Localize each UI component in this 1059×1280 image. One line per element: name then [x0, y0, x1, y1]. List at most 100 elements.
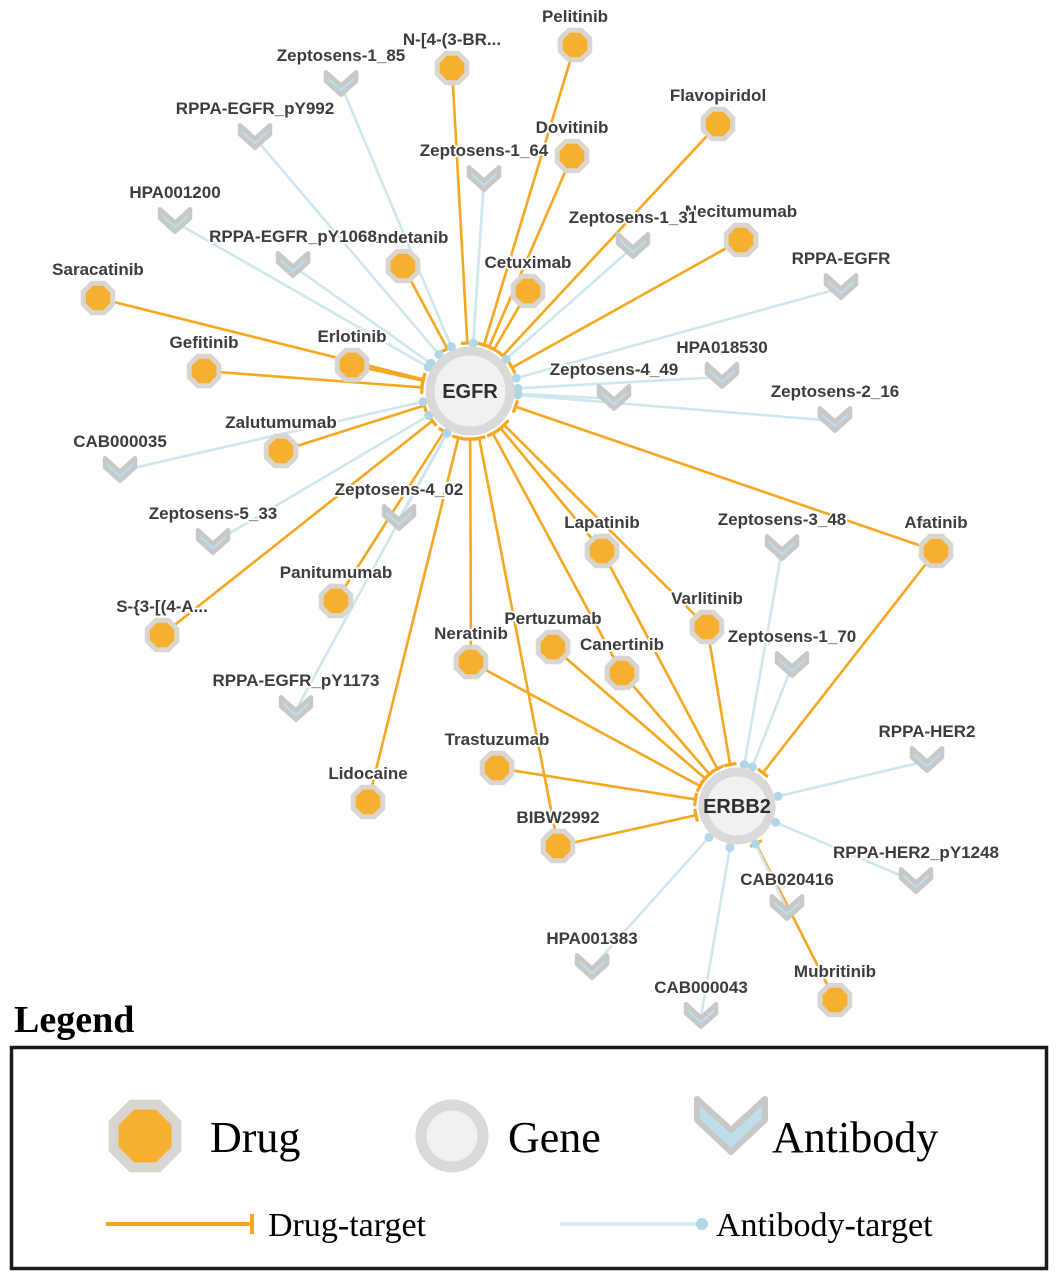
drug-node-bibw2992[interactable]: [540, 828, 576, 864]
drug-node-vandetanib[interactable]: [385, 248, 421, 284]
drug-node-mubritinib[interactable]: [817, 982, 853, 1018]
drug-node-gefitinib[interactable]: [186, 353, 222, 389]
antibody-chevron-icon: [157, 207, 193, 234]
antibody-target-edge: [471, 179, 486, 344]
gene-node-egfr[interactable]: [425, 346, 515, 436]
antibody-node-zeptosens-2-16[interactable]: [817, 406, 853, 433]
antibody-target-edge-dot: [424, 410, 434, 420]
antibody-node-label: CAB000035: [73, 432, 167, 451]
drug-node-label: Zalutumumab: [225, 413, 336, 432]
antibody-chevron-icon: [466, 165, 502, 192]
drug-node-trastuzumab[interactable]: [479, 750, 515, 786]
antibody-node-rppa-her2-py1248[interactable]: [898, 867, 934, 894]
legend-drug-target-label: Drug-target: [268, 1207, 427, 1244]
drug-octagon-icon: [479, 750, 515, 786]
drug-node-label: Afatinib: [904, 513, 967, 532]
drug-octagon-icon: [186, 353, 222, 389]
drug-target-edge: [470, 660, 701, 788]
drug-node-pertuzumab[interactable]: [535, 629, 571, 665]
drug-node-pelitinib[interactable]: [557, 27, 593, 63]
drug-node-lapatinib[interactable]: [584, 533, 620, 569]
antibody-node-label: CAB020416: [740, 870, 834, 889]
drug-target-edge: [482, 44, 577, 346]
legend-item-drug: Drug: [108, 1099, 300, 1173]
antibody-node-hpa018530[interactable]: [704, 362, 740, 389]
drug-octagon-icon: [817, 982, 853, 1018]
drug-node-n-4-3-br[interactable]: [434, 50, 470, 86]
antibody-node-zeptosens-1-85[interactable]: [323, 70, 359, 97]
drug-node-necitumumab[interactable]: [723, 222, 759, 258]
drug-node-cetuximab[interactable]: [510, 273, 546, 309]
drug-node-canertinib[interactable]: [604, 655, 640, 691]
antibody-node-zeptosens-3-48[interactable]: [764, 534, 800, 561]
antibody-target-edge: [292, 264, 432, 365]
drug-node-label: Erlotinib: [318, 327, 387, 346]
drug-node-afatinib[interactable]: [918, 533, 954, 569]
antibody-node-cab000035[interactable]: [102, 456, 138, 483]
antibody-chevron-icon: [823, 273, 859, 300]
antibody-target-edge-dot: [426, 358, 436, 368]
antibody-chevron-icon: [596, 384, 632, 411]
drug-target-edge: [161, 419, 434, 637]
antibody-target-edge-dot: [747, 762, 757, 772]
drug-legend-icon: [108, 1099, 182, 1173]
drug-node-lidocaine[interactable]: [350, 784, 386, 820]
antibody-node-zeptosens-5-33[interactable]: [195, 528, 231, 555]
drug-node-dovitinib[interactable]: [554, 138, 590, 174]
network-canvas: EGFRERBB2PelitinibN-[4-(3-BR...Dovitinib…: [50, 5, 1001, 1029]
antibody-node-zeptosens-1-31[interactable]: [615, 232, 651, 259]
drug-node-panitumumab[interactable]: [318, 583, 354, 619]
antibody-node-zeptosens-1-64[interactable]: [466, 165, 502, 192]
drug-node-label: Canertinib: [580, 635, 664, 654]
antibody-target-edge-sample-dot: [696, 1218, 708, 1230]
drug-node-zalutumumab[interactable]: [263, 433, 299, 469]
drug-target-edge: [514, 405, 937, 553]
antibody-node-cab000043[interactable]: [683, 1002, 719, 1029]
drug-target-edge: [511, 238, 742, 369]
drug-node-varlitinib[interactable]: [689, 609, 725, 645]
drug-octagon-icon: [80, 280, 116, 316]
drug-octagon-icon: [453, 644, 489, 680]
antibody-node-zeptosens-4-02[interactable]: [381, 504, 417, 531]
antibody-chevron-icon: [683, 1002, 719, 1029]
antibody-node-rppa-egfr-py992[interactable]: [237, 123, 273, 150]
antibody-node-hpa001200[interactable]: [157, 207, 193, 234]
antibody-node-label: Zeptosens-1_31: [569, 208, 698, 227]
drug-node-s-3-4-a[interactable]: [144, 617, 180, 653]
antibody-node-rppa-her2[interactable]: [909, 746, 945, 773]
gene-circle-icon: [698, 767, 776, 845]
antibody-node-label: Zeptosens-4_49: [550, 360, 679, 379]
drug-node-saracatinib[interactable]: [80, 280, 116, 316]
drug-node-neratinib[interactable]: [453, 644, 489, 680]
antibody-node-label: RPPA-HER2_pY1248: [833, 843, 999, 862]
antibody-target-edge-dot: [501, 354, 511, 364]
antibody-node-zeptosens-4-49[interactable]: [596, 384, 632, 411]
drug-octagon-icon: [700, 106, 736, 142]
drug-node-label: S-{3-[(4-A...: [116, 597, 208, 616]
antibody-node-rppa-egfr-py1068[interactable]: [275, 251, 311, 278]
antibody-node-hpa001383[interactable]: [574, 953, 610, 980]
antibody-node-zeptosens-1-70[interactable]: [774, 651, 810, 678]
legend-antibody-label: Antibody: [772, 1113, 938, 1162]
gene-circle-icon: [425, 346, 515, 436]
antibody-target-edge-dot: [434, 349, 444, 359]
antibody-node-rppa-egfr-py1173[interactable]: [278, 695, 314, 722]
drug-node-label: Gefitinib: [170, 333, 239, 352]
antibody-node-cab020416[interactable]: [769, 894, 805, 921]
drug-target-edge-cap: [498, 419, 510, 431]
antibody-target-edge-dot: [468, 338, 478, 348]
drug-node-label: Flavopiridol: [670, 86, 766, 105]
legend-item-antibody-target: Antibody-target: [560, 1207, 933, 1244]
drug-target-edge-cap: [511, 399, 520, 414]
legend-title: Legend: [14, 999, 134, 1041]
gene-node-erbb2[interactable]: [698, 767, 776, 845]
drug-node-erlotinib[interactable]: [334, 347, 370, 383]
drug-node-label: Lidocaine: [328, 764, 407, 783]
drug-node-flavopiridol[interactable]: [700, 106, 736, 142]
drug-target-edge: [487, 155, 574, 348]
antibody-chevron-icon: [102, 456, 138, 483]
antibody-target-edge: [517, 375, 723, 390]
antibody-legend-icon: [694, 1096, 768, 1155]
antibody-node-rppa-egfr[interactable]: [823, 273, 859, 300]
drug-target-edge: [203, 369, 423, 389]
